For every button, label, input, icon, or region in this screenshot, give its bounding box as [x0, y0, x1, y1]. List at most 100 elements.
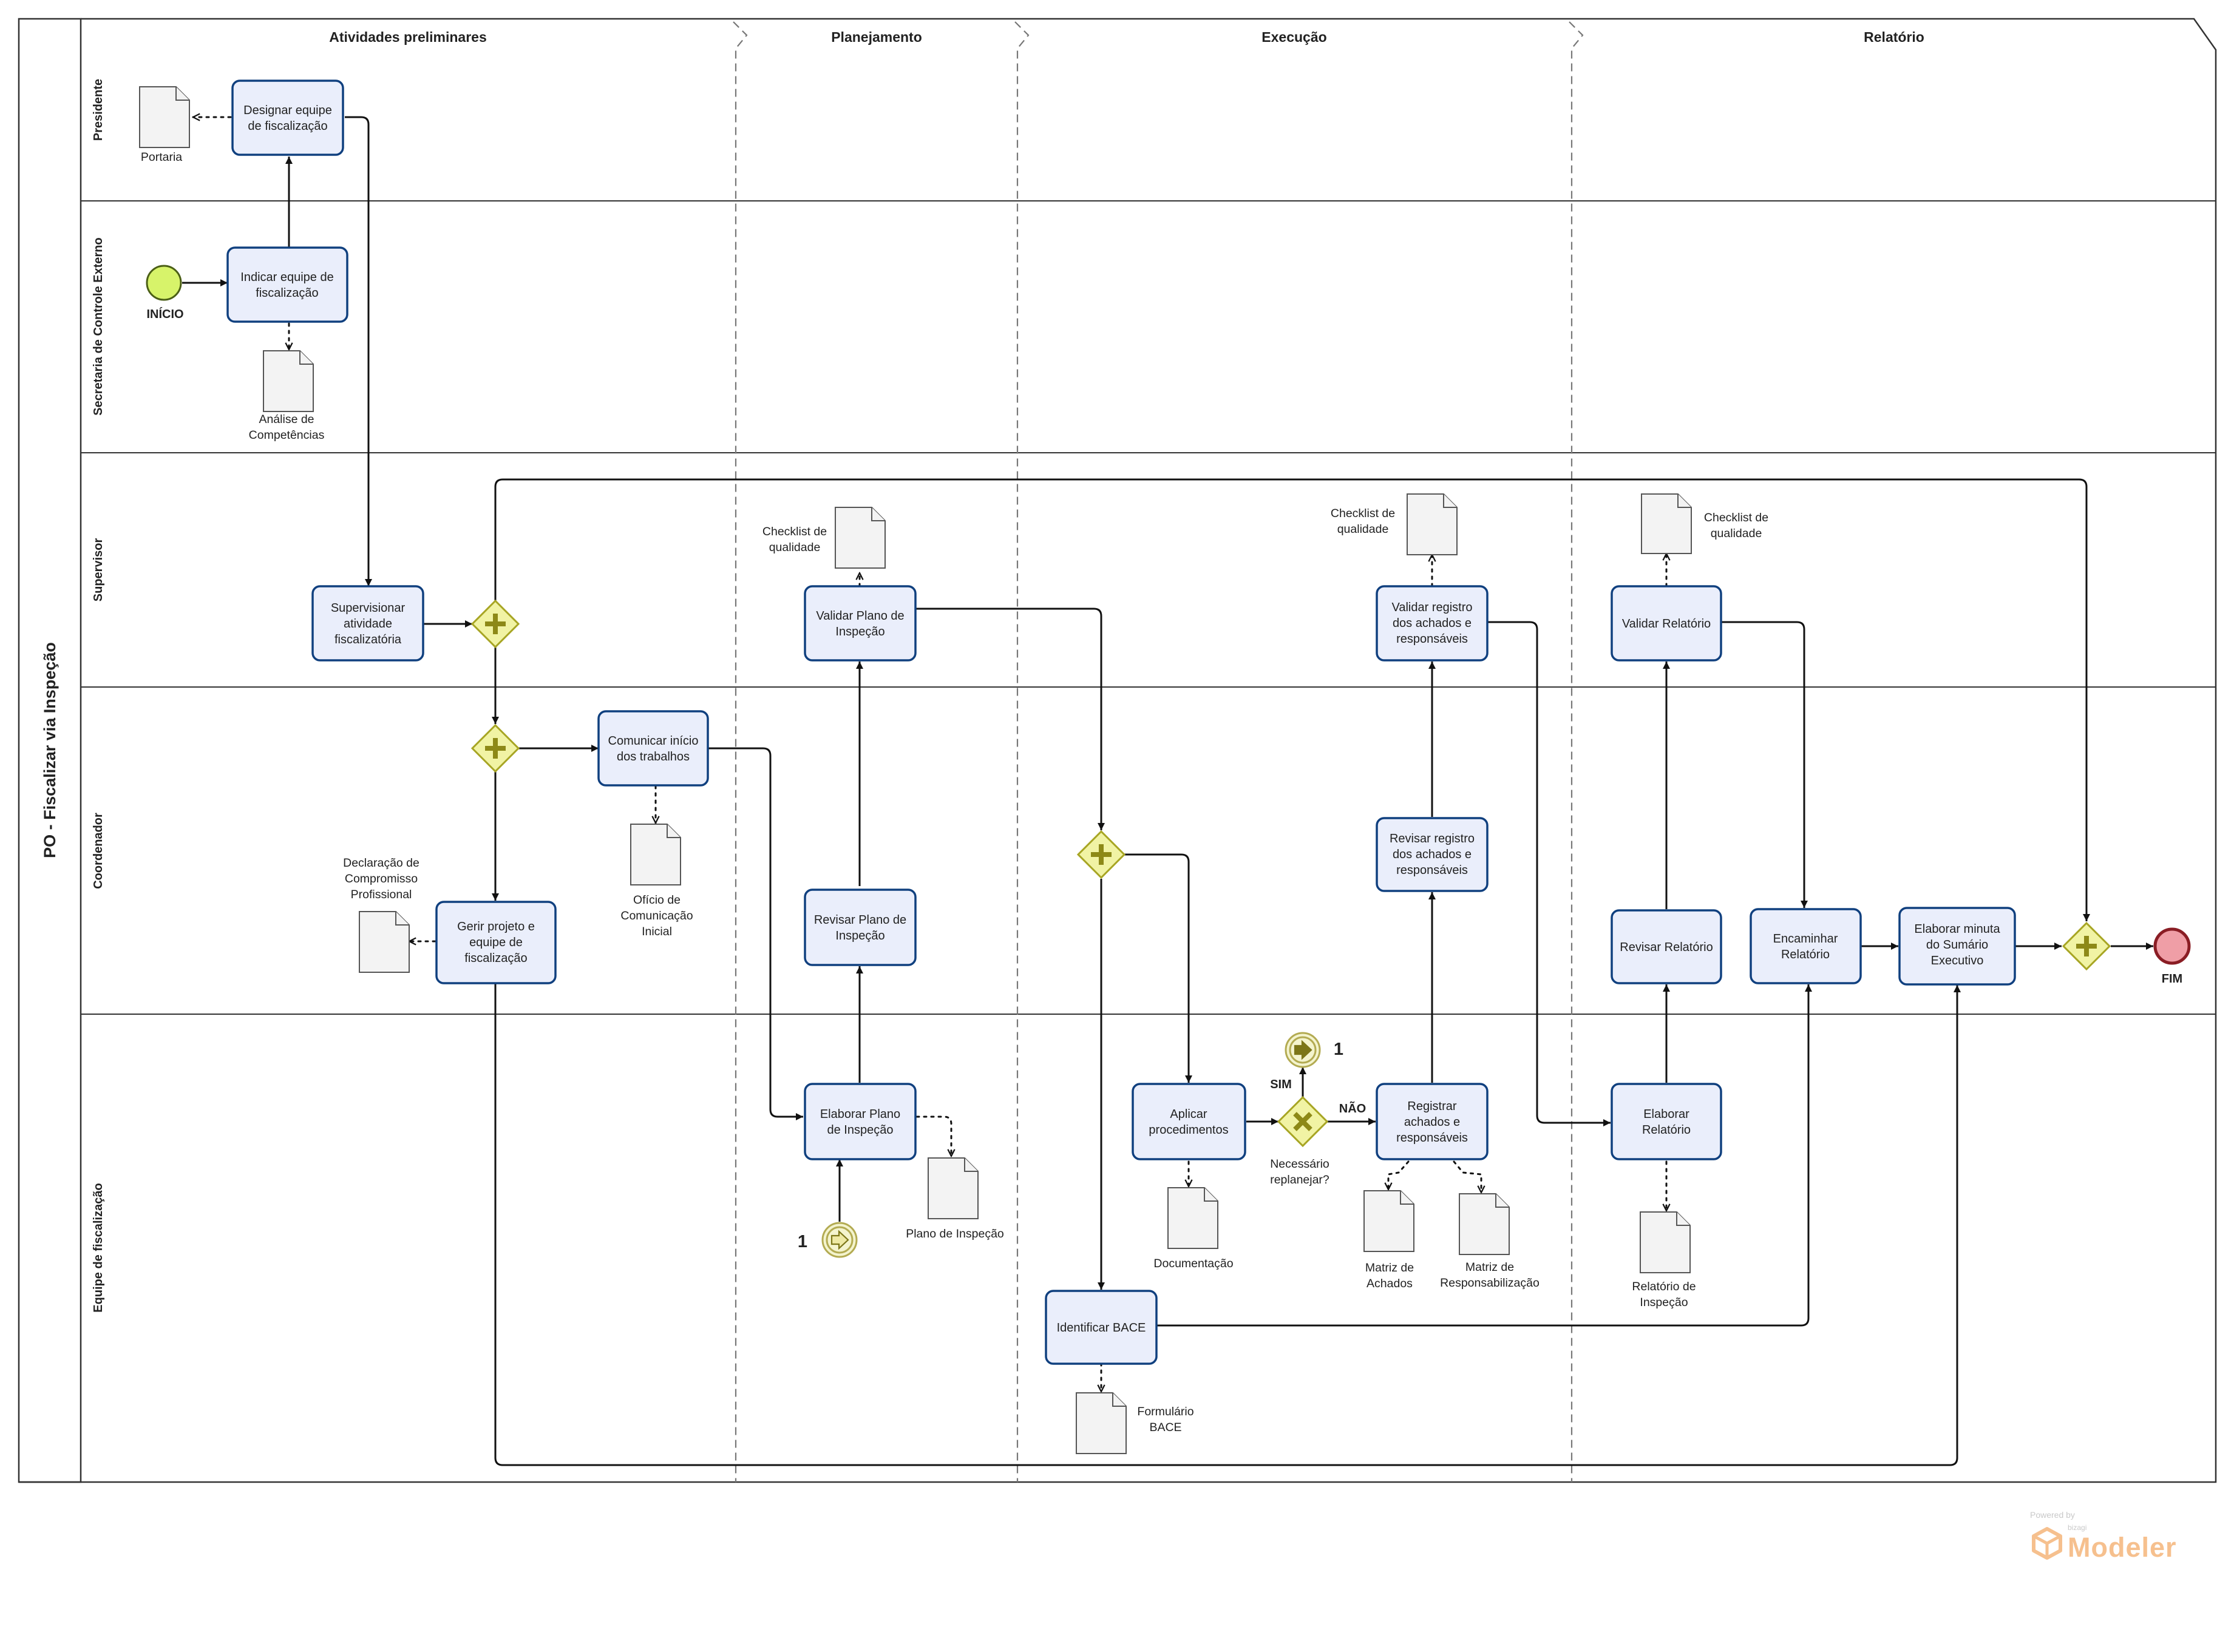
doc-analise-label: Competências [249, 428, 325, 442]
task-label: Identificar BACE [1057, 1321, 1146, 1335]
task-label: responsáveis [1396, 864, 1468, 877]
doc-analise-label: Análise de [259, 413, 314, 426]
task-label: dos achados e [1393, 848, 1472, 861]
task-designar-equipe[interactable]: Designar equipe de fiscalização [231, 80, 344, 156]
doc-declaracao-label: Declaração de [343, 856, 419, 870]
doc-analise-competencias[interactable] [263, 350, 314, 412]
task-gerir-projeto[interactable]: Gerir projeto e equipe de fiscalização [435, 901, 557, 984]
task-label: Elaborar Plano [820, 1108, 900, 1121]
doc-matriz-achados[interactable] [1363, 1190, 1414, 1252]
task-validar-registro[interactable]: Validar registro dos achados e responsáv… [1376, 585, 1489, 662]
link-event-throw[interactable] [1285, 1032, 1321, 1068]
gateway-question-line1: Necessário [1270, 1157, 1329, 1171]
start-event[interactable] [146, 265, 182, 301]
phase-separator [1014, 21, 1030, 1482]
x-icon [1293, 1112, 1312, 1131]
task-elaborar-relatorio[interactable]: Elaborar Relatório [1611, 1083, 1722, 1160]
end-event[interactable] [2153, 927, 2191, 965]
lane-secretaria: Secretaria de Controle Externo [92, 237, 105, 415]
gateway-question-line2: replanejar? [1270, 1173, 1329, 1187]
flow-validar-gateway [915, 608, 1105, 830]
link-catch-label: 1 [798, 1232, 807, 1251]
task-label: procedimentos [1149, 1123, 1228, 1137]
lane-equipe: Equipe de fiscalização [92, 1183, 105, 1312]
doc-checklist-label: qualidade [769, 541, 821, 554]
doc-oficio-label: Inicial [642, 925, 672, 938]
doc-oficio-label: Comunicação [620, 909, 693, 922]
task-registrar-achados[interactable]: Registrar achados e responsáveis [1376, 1083, 1489, 1160]
doc-matriz-achados-label: Matriz de [1365, 1261, 1414, 1275]
gateway-yes-label: SIM [1270, 1078, 1292, 1091]
task-label: Revisar Plano de [814, 913, 906, 927]
task-label: Executivo [1931, 954, 1984, 967]
plus-icon [485, 738, 506, 759]
doc-matriz-responsabilizacao[interactable] [1459, 1193, 1510, 1255]
doc-checklist-plano[interactable] [835, 507, 886, 569]
product-name: Modeler [2068, 1532, 2177, 1563]
parallel-gateway-execucao[interactable] [1076, 830, 1126, 879]
flow-identificar-encaminhar [1156, 984, 1812, 1327]
task-label: atividade [344, 617, 392, 631]
doc-checklist-registro[interactable] [1407, 493, 1458, 555]
flow-designar-supervisionar [345, 116, 372, 586]
task-elaborar-plano[interactable]: Elaborar Plano de Inspeção [804, 1083, 917, 1160]
doc-oficio-comunicacao[interactable] [630, 824, 681, 885]
doc-formulario-bace[interactable] [1076, 1392, 1127, 1454]
parallel-gateway-join[interactable] [2062, 921, 2111, 971]
task-aplicar-procedimentos[interactable]: Aplicar procedimentos [1132, 1083, 1246, 1160]
task-validar-relatorio[interactable]: Validar Relatório [1611, 585, 1722, 662]
gateways: Necessário replanejar? SIM NÃO [470, 599, 2111, 1187]
doc-matriz-achados-label: Achados [1367, 1277, 1413, 1290]
task-label: dos achados e [1393, 617, 1472, 630]
doc-portaria[interactable] [139, 86, 190, 148]
task-identificar-bace[interactable]: Identificar BACE [1045, 1290, 1158, 1365]
flow-gerir-minuta [494, 982, 1961, 1466]
doc-checklist-relatorio[interactable] [1641, 493, 1692, 554]
doc-checklist-label: qualidade [1711, 527, 1762, 540]
gateway-no-label: NÃO [1339, 1102, 1366, 1115]
doc-plano-inspecao[interactable] [928, 1157, 979, 1219]
task-validar-plano[interactable]: Validar Plano de Inspeção [804, 585, 917, 662]
task-label: responsáveis [1396, 1131, 1468, 1145]
link-arrow-icon [1294, 1040, 1312, 1060]
task-label: Validar registro [1391, 601, 1472, 614]
parallel-gateway-supervisor[interactable] [470, 599, 520, 649]
task-label: Elaborar [1643, 1108, 1689, 1121]
phases: Atividades preliminares Planejamento Exe… [329, 21, 1924, 1482]
phase-separator [1569, 21, 1584, 1482]
task-comunicar-inicio[interactable]: Comunicar início dos trabalhos [597, 710, 709, 787]
doc-formulario-label: BACE [1149, 1421, 1181, 1434]
doc-declaracao-label: Profissional [351, 888, 412, 901]
plus-icon [485, 614, 506, 634]
pool-border [19, 18, 2217, 1483]
task-elaborar-minuta[interactable]: Elaborar minuta do Sumário Executivo [1898, 907, 2016, 986]
task-encaminhar-relatorio[interactable]: Encaminhar Relatório [1750, 908, 1862, 984]
flow-gateway-join [494, 478, 2090, 921]
exclusive-gateway-replanejar[interactable] [1277, 1095, 1329, 1148]
task-label: Inspeção [835, 929, 884, 943]
doc-relatorio-inspecao[interactable] [1640, 1211, 1691, 1273]
task-revisar-registro[interactable]: Revisar registro dos achados e responsáv… [1376, 817, 1489, 892]
link-event-catch[interactable] [821, 1222, 858, 1258]
plus-icon [2076, 936, 2097, 956]
task-label: equipe de [469, 936, 523, 949]
task-revisar-relatorio[interactable]: Revisar Relatório [1611, 909, 1722, 984]
task-label: Aplicar [1170, 1108, 1207, 1121]
link-arrow-icon [830, 1230, 849, 1250]
task-indicar-equipe[interactable]: Indicar equipe de fiscalização [226, 246, 348, 323]
doc-checklist-label: Checklist de [762, 525, 827, 538]
doc-documentacao-label: Documentação [1153, 1257, 1233, 1270]
doc-checklist-label: qualidade [1337, 523, 1389, 536]
task-supervisionar-atividade[interactable]: Supervisionar atividade fiscalizatória [311, 585, 424, 662]
lane-supervisor: Supervisor [92, 538, 105, 602]
flow-comunicar-elaborar [708, 747, 803, 1120]
task-revisar-plano[interactable]: Revisar Plano de Inspeção [804, 889, 917, 966]
task-label: Elaborar minuta [1914, 922, 2000, 936]
assoc-elaborar-plano [915, 1115, 951, 1157]
start-event-label: INÍCIO [146, 307, 183, 321]
task-label: Validar Relatório [1622, 617, 1711, 631]
doc-declaracao-compromisso[interactable] [359, 911, 410, 973]
phase-execucao: Execução [1261, 29, 1326, 45]
parallel-gateway-coordenador[interactable] [470, 723, 520, 773]
doc-documentacao[interactable] [1167, 1187, 1218, 1249]
